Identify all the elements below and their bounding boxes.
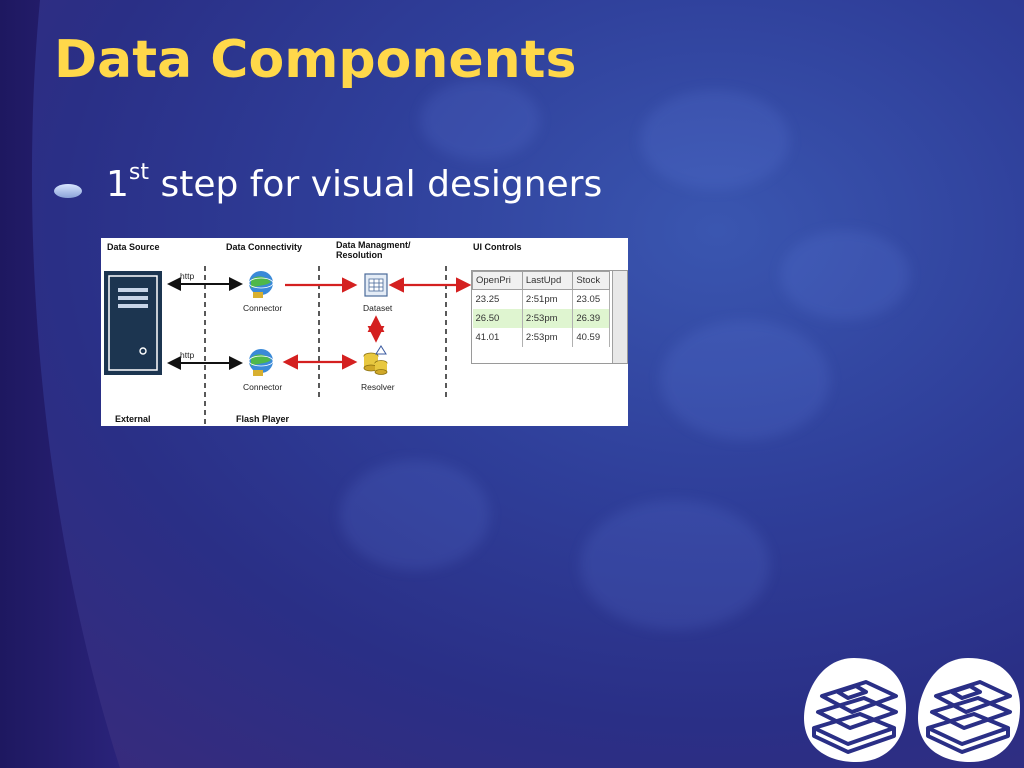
slide-title: Data Components — [54, 30, 577, 90]
bullet-rest: step for visual designers — [149, 164, 603, 205]
background-bokeh — [340, 460, 490, 570]
header-data-management-2: Resolution — [336, 250, 383, 260]
background-bokeh — [580, 500, 770, 630]
server-icon — [104, 271, 162, 375]
background-bokeh — [420, 80, 540, 160]
bullet-item: 1st step for visual designers — [54, 160, 603, 205]
footer-flash-player: Flash Player — [236, 414, 290, 424]
table-cell: 26.50 — [472, 309, 523, 328]
table-cell: 41.01 — [472, 328, 523, 347]
table-cell: 40.59 — [572, 328, 610, 347]
connector-globe-icon — [248, 271, 274, 298]
bullet-icon — [54, 183, 82, 198]
table-cell: 2:53pm — [522, 309, 574, 328]
http-label-bottom: http — [180, 350, 195, 360]
table-row: 23.25 2:51pm 23.05 — [472, 289, 610, 309]
http-label-top: http — [180, 271, 195, 281]
connector-globe-icon — [248, 349, 274, 376]
dataset-icon — [364, 273, 388, 297]
bullet-text: 1st step for visual designers — [106, 160, 603, 205]
datagrid-scrollbar — [612, 271, 627, 363]
resolver-icon — [363, 345, 388, 375]
datagrid-header: LastUpd — [521, 271, 574, 290]
datagrid-header: Stock — [572, 271, 610, 290]
bullet-prefix: 1 — [106, 164, 129, 205]
background-bokeh — [660, 320, 830, 440]
table-cell: 23.05 — [572, 289, 610, 309]
table-row-selected: 26.50 2:53pm 26.39 — [472, 309, 610, 328]
table-cell: 26.39 — [572, 309, 610, 328]
table-cell: 2:53pm — [522, 328, 574, 347]
footer-external: External — [115, 414, 151, 424]
background-bokeh — [780, 230, 910, 320]
datagrid-table: OpenPri LastUpd Stock 23.25 2:51pm 23.05… — [472, 271, 610, 347]
table-cell: 2:51pm — [522, 289, 574, 309]
diagram-graphics — [104, 266, 472, 426]
books-icon — [804, 658, 906, 762]
architecture-diagram: Data Source Data Connectivity Data Manag… — [101, 238, 628, 426]
connector-label-bottom: Connector — [243, 382, 283, 392]
resolver-label: Resolver — [361, 382, 395, 392]
table-cell: 23.25 — [472, 289, 523, 309]
background-bokeh — [640, 90, 790, 190]
table-row: 41.01 2:53pm 40.59 — [472, 328, 610, 347]
header-data-source: Data Source — [107, 242, 160, 252]
bullet-superscript: st — [128, 160, 149, 185]
header-data-connectivity: Data Connectivity — [226, 242, 303, 252]
header-ui-controls: UI Controls — [473, 242, 522, 252]
ui-datagrid: OpenPri LastUpd Stock 23.25 2:51pm 23.05… — [471, 270, 628, 364]
connector-label-top: Connector — [243, 303, 283, 313]
books-icon — [918, 658, 1020, 762]
header-data-management: Data Managment/ — [336, 240, 411, 250]
dataset-label: Dataset — [363, 303, 393, 313]
datagrid-header: OpenPri — [472, 271, 523, 290]
